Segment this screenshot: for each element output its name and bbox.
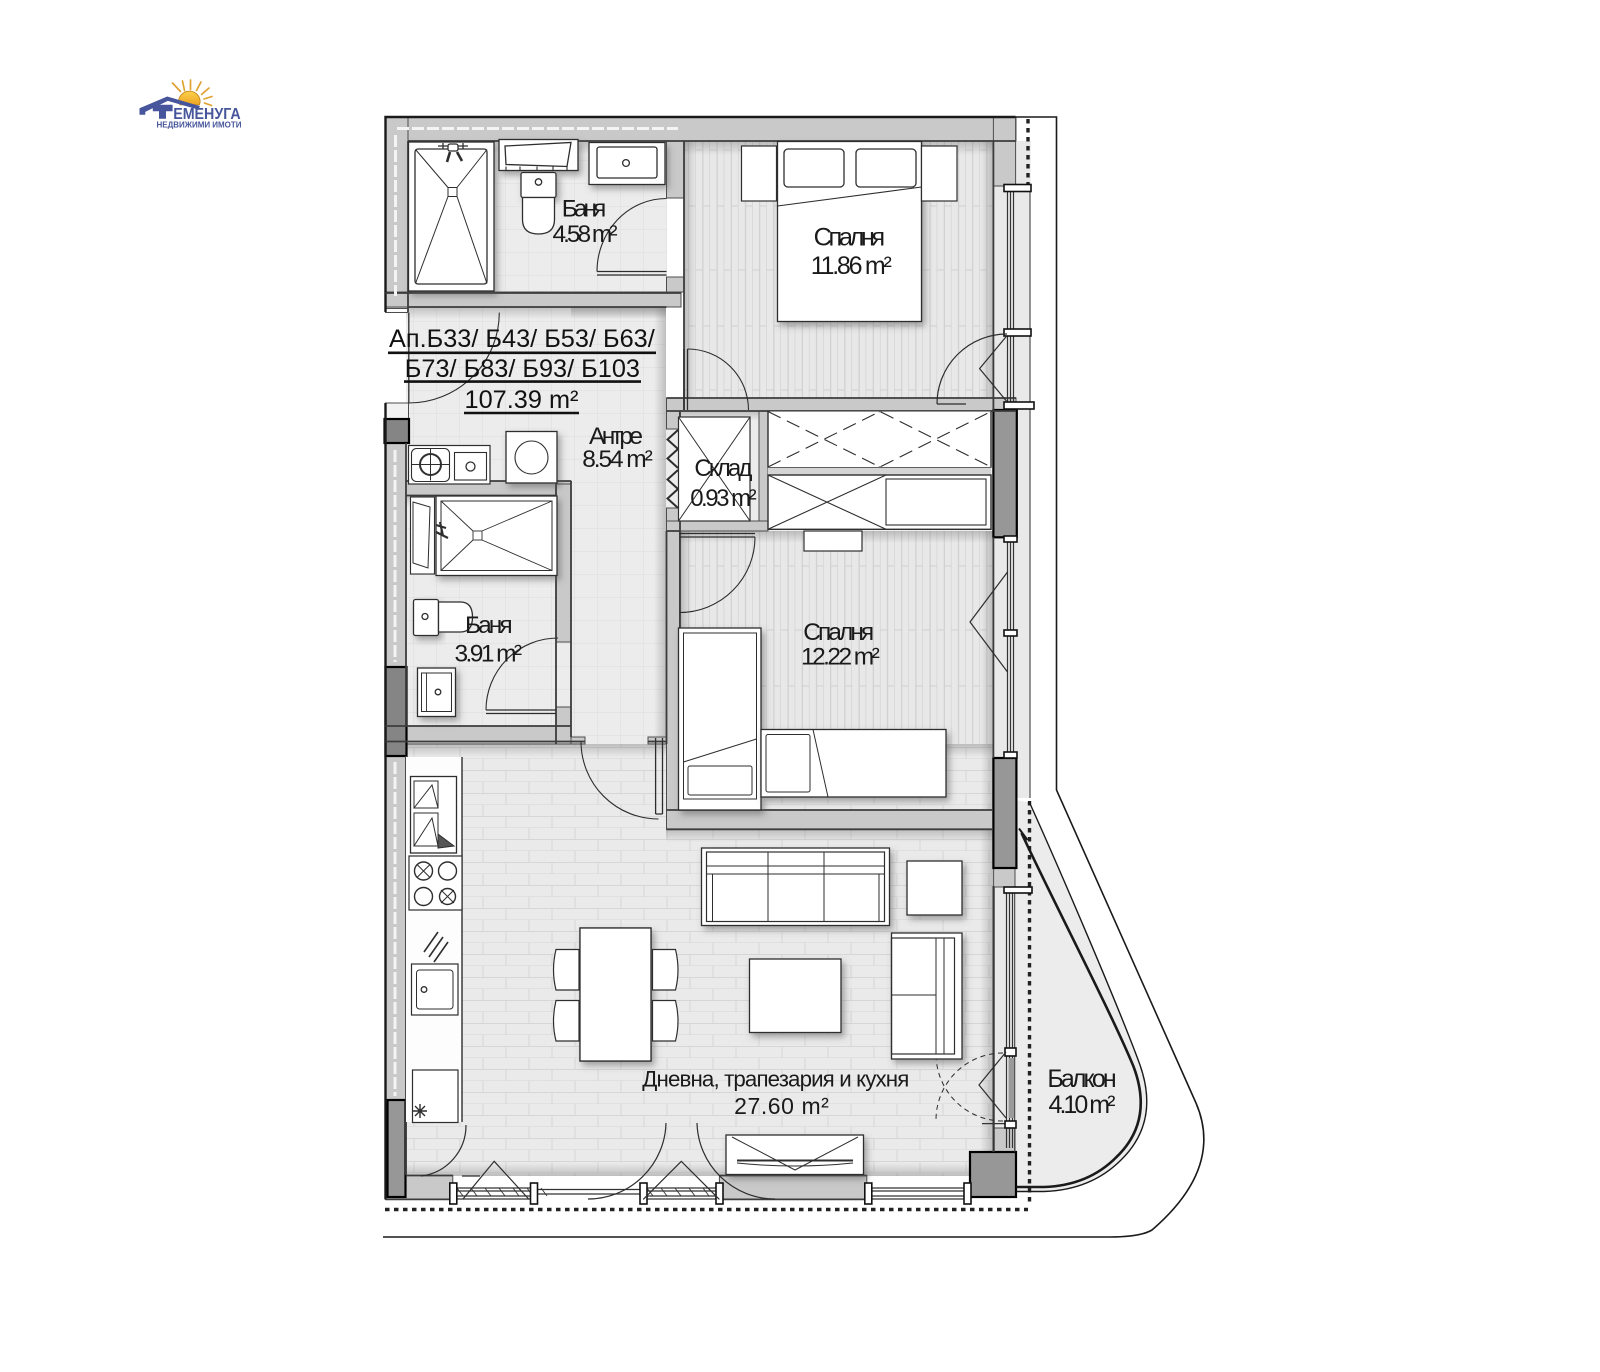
svg-text:Баня: Баня — [465, 612, 513, 639]
svg-text:ЕМЕНУГА: ЕМЕНУГА — [173, 106, 241, 123]
svg-text:НЕДВИЖИМИ ИМОТИ: НЕДВИЖИМИ ИМОТИ — [157, 121, 242, 130]
svg-text:0.93 m²: 0.93 m² — [690, 485, 756, 512]
svg-text:Ап.Б33/ Б43/ Б53/ Б63/: Ап.Б33/ Б43/ Б53/ Б63/ — [389, 325, 656, 353]
svg-text:4.58 m²: 4.58 m² — [553, 221, 618, 248]
svg-text:Б73/ Б83/ Б93/ Б103: Б73/ Б83/ Б93/ Б103 — [405, 355, 640, 383]
svg-text:107.39 m²: 107.39 m² — [465, 386, 579, 414]
svg-text:Спалня: Спалня — [803, 619, 874, 646]
svg-text:Балкон: Балкон — [1047, 1065, 1116, 1093]
svg-text:Склад: Склад — [694, 455, 752, 482]
svg-text:11.86 m²: 11.86 m² — [811, 252, 892, 280]
svg-text:Спалня: Спалня — [814, 224, 886, 252]
svg-text:Антре: Антре — [589, 423, 643, 450]
svg-text:Дневна, трапезария и кухня: Дневна, трапезария и кухня — [642, 1066, 909, 1091]
svg-text:Баня: Баня — [562, 196, 607, 223]
svg-text:4.10 m²: 4.10 m² — [1049, 1091, 1116, 1119]
svg-text:8.54 m²: 8.54 m² — [582, 446, 653, 473]
svg-text:3.91 m²: 3.91 m² — [455, 641, 523, 668]
svg-text:27.60 m²: 27.60 m² — [734, 1093, 829, 1119]
svg-text:12.22 m²: 12.22 m² — [801, 644, 880, 671]
